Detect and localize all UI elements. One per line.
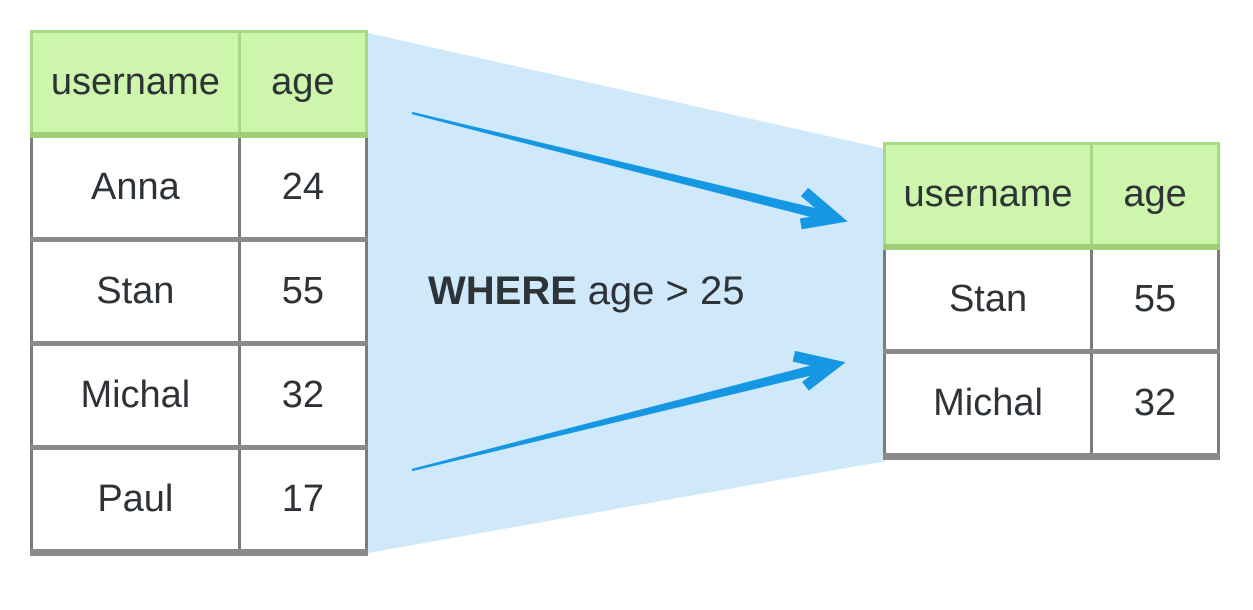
cell-username: Michal: [882, 350, 1094, 460]
cell-username: Paul: [30, 446, 241, 556]
column-header-age: age: [1090, 142, 1220, 250]
flow-arrow-bottom-icon: [411, 350, 846, 472]
cell-age: 55: [1090, 245, 1220, 354]
cell-age: 32: [237, 342, 369, 450]
table-row: Stan 55: [30, 238, 369, 346]
cell-username: Stan: [30, 238, 241, 346]
table-row: Anna 24: [30, 133, 369, 242]
cell-age: 24: [237, 133, 369, 242]
cell-username: Michal: [30, 342, 241, 450]
cell-age: 55: [237, 238, 369, 346]
header-row: username age: [30, 30, 369, 138]
column-header-username: username: [30, 30, 241, 138]
column-header-age: age: [237, 30, 369, 138]
cell-age: 32: [1090, 350, 1220, 460]
flow-arrow-top-icon: [411, 111, 848, 230]
table-row: Michal 32: [30, 342, 369, 450]
table-row: Stan 55: [882, 245, 1220, 354]
sql-keyword: WHERE: [428, 269, 577, 313]
table-row: Michal 32: [882, 350, 1220, 460]
column-header-username: username: [882, 142, 1094, 250]
cell-username: Stan: [882, 245, 1094, 354]
table-row: Paul 17: [30, 446, 369, 556]
sql-condition: age > 25: [587, 269, 745, 313]
cell-age: 17: [237, 446, 369, 556]
header-row: username age: [882, 142, 1220, 250]
result-table: username age Stan 55 Michal 32: [882, 142, 1220, 460]
filter-funnel-shape: [368, 33, 886, 553]
source-table: username age Anna 24 Stan 55 Michal 32 P…: [30, 30, 369, 556]
cell-username: Anna: [30, 133, 241, 242]
